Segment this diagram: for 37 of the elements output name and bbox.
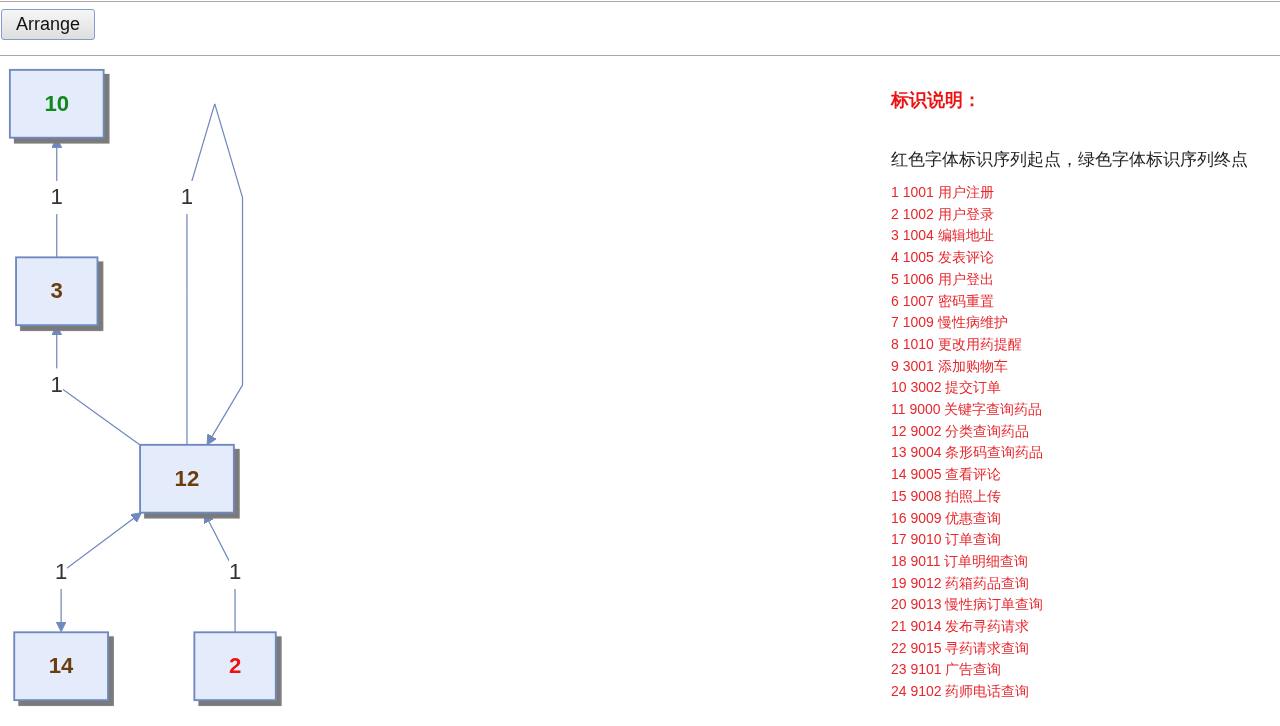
arrange-button: Arrange	[1, 9, 95, 40]
list-item: 13 9004 条形码查询药品	[891, 443, 1044, 463]
list-item: 8 1010 更改用药提醒	[891, 334, 1022, 354]
list-item: 5 1006 用户登出	[891, 269, 994, 289]
process-box: 3	[15, 256, 99, 327]
list-item: 15 9008 拍照上传	[891, 486, 1002, 506]
list-item: 24 9102 药师电话查询	[891, 682, 1030, 702]
list-item: 10 3002 提交订单	[891, 378, 1002, 398]
legend-note: 红色字体标识序列起点，绿色字体标识序列终点	[891, 149, 1248, 171]
legend-heading: 标识说明：	[891, 89, 981, 112]
list-item: 2 1002 用户登录	[891, 204, 994, 224]
process-box: 12	[139, 443, 235, 514]
edge-label: 1	[228, 559, 242, 585]
list-item: 22 9015 寻药请求查询	[891, 638, 1030, 658]
list-item: 12 9002 分类查询药品	[891, 421, 1030, 441]
process-box: 10	[8, 68, 105, 139]
list-item: 1 1001 用户注册	[891, 183, 994, 202]
list-item: 17 9010 订单查询	[891, 530, 1002, 550]
list-item: 18 9011 订单明细查询	[891, 551, 1029, 571]
list-item: 20 9013 慢性病订单查询	[891, 595, 1044, 615]
process-box: 2	[193, 631, 277, 702]
process-box: 14	[13, 631, 109, 702]
list-item: 9 3001 添加购物车	[891, 356, 1008, 376]
list-item: 3 1004 编辑地址	[891, 226, 994, 246]
list-item: 7 1009 慢性病维护	[891, 313, 1008, 333]
edge-label: 1	[180, 184, 194, 210]
list-item: 19 9012 药箱药品查询	[891, 573, 1030, 593]
edge-label: 1	[50, 184, 63, 210]
list-item: 23 9101 广告查询	[891, 660, 1002, 680]
list-item: 14 9005 查看评论	[891, 465, 1002, 485]
list-item: 16 9009 优惠查询	[891, 508, 1002, 528]
list-item: 6 1007 密码重置	[891, 291, 994, 311]
list-item: 11 9000 关键字查询药品	[891, 400, 1043, 420]
edge-label: 1	[50, 372, 63, 397]
list-item: 4 1005 发表评论	[891, 248, 994, 268]
edge-label: 1	[54, 559, 68, 585]
list-item: 21 9014 发布寻药请求	[891, 617, 1030, 637]
